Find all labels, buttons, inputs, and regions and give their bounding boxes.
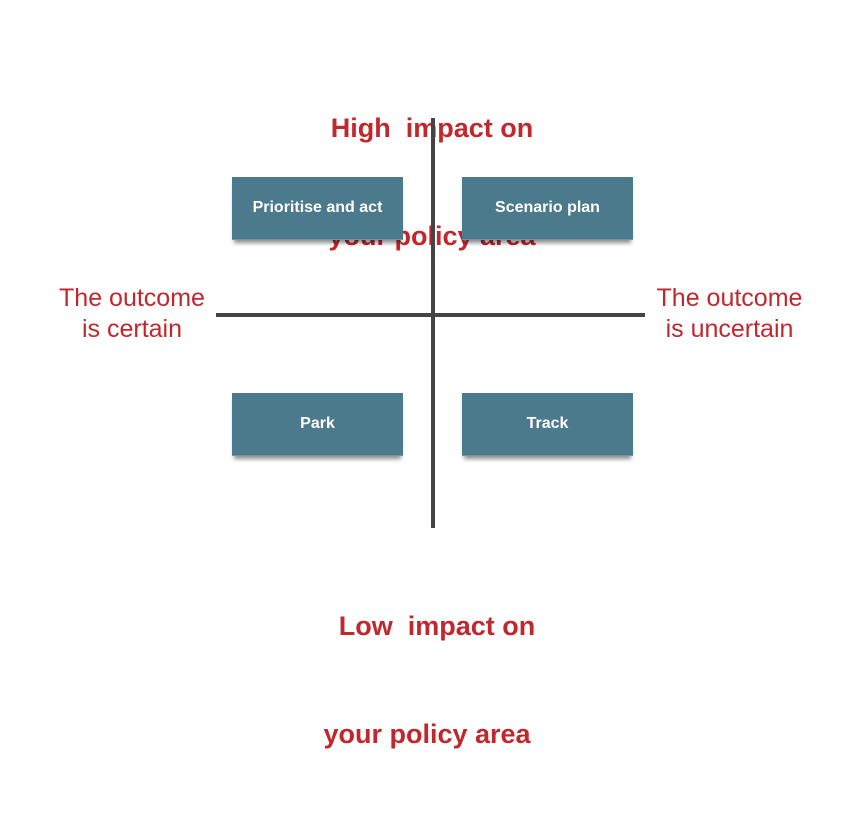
right-axis-label: The outcome is uncertain bbox=[642, 283, 817, 345]
quadrant-prioritise-and-act: Prioritise and act bbox=[232, 177, 403, 240]
bottom-axis-label: Low impact on your policy area bbox=[267, 536, 587, 824]
left-axis-label: The outcome is certain bbox=[42, 283, 222, 345]
bottom-axis-label-line-1: Low impact on bbox=[338, 611, 536, 641]
vertical-axis-line bbox=[431, 118, 435, 528]
horizontal-axis-line bbox=[216, 313, 645, 317]
left-axis-label-line-1: The outcome bbox=[59, 284, 205, 312]
top-axis-label-line-1: High impact on bbox=[330, 113, 534, 143]
right-axis-label-line-1: The outcome bbox=[656, 284, 803, 312]
bottom-axis-label-line-2: your policy area bbox=[323, 719, 531, 749]
quadrant-scenario-plan: Scenario plan bbox=[462, 177, 633, 240]
quadrant-track: Track bbox=[462, 393, 633, 456]
quadrant-park: Park bbox=[232, 393, 403, 456]
right-axis-label-line-2: is uncertain bbox=[665, 315, 794, 343]
left-axis-label-line-2: is certain bbox=[81, 315, 183, 343]
